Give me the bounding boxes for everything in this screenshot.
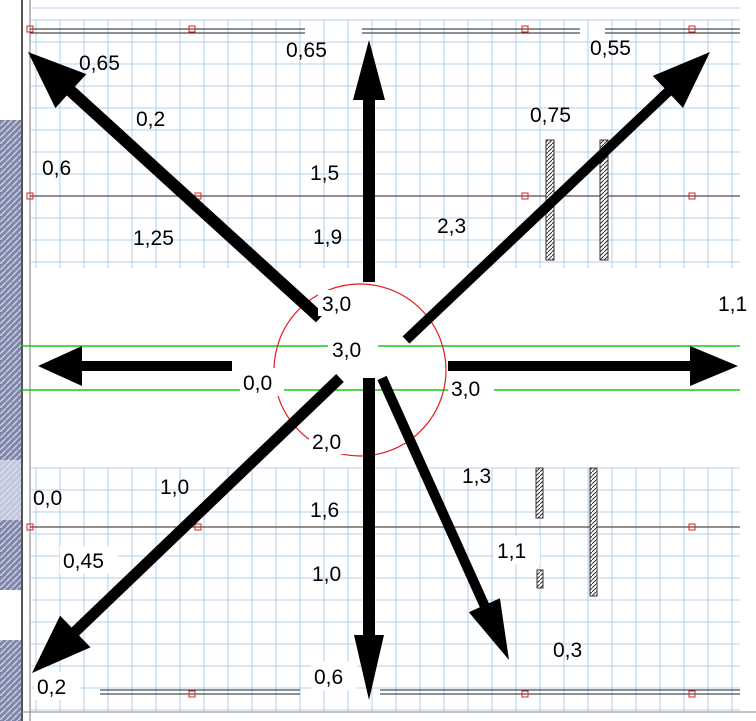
- node-marker: [188, 25, 196, 33]
- arrow-south-west-icon: [32, 374, 344, 673]
- corridor-lines: [22, 345, 740, 391]
- flow-arrows: [28, 40, 738, 700]
- label-ne-mid: 0,75: [530, 104, 571, 127]
- arrow-north-west-icon: [28, 52, 324, 323]
- label-n-upper: 1,5: [310, 162, 339, 185]
- label-sse-lower: 1,1: [497, 540, 526, 563]
- arrow-north-icon: [353, 40, 385, 282]
- floor-grid: [30, 7, 740, 712]
- label-ne-tip: 0,55: [590, 37, 631, 60]
- node-markers: [26, 25, 696, 698]
- background-image-strip: [0, 120, 22, 721]
- label-s-tip: 0,6: [314, 666, 343, 689]
- hatched-wall: [589, 467, 598, 597]
- node-marker: [688, 192, 696, 200]
- hatched-wall: [535, 467, 544, 519]
- label-sw-upper: 1,0: [160, 476, 189, 499]
- arrow-south-south-east-icon: [377, 375, 509, 660]
- node-marker: [521, 192, 529, 200]
- label-center-top: 3,0: [322, 293, 351, 316]
- label-east-edge: 1,1: [718, 293, 747, 316]
- label-east: 3,0: [451, 378, 480, 401]
- label-center-bottom: 2,0: [312, 431, 341, 454]
- arrow-north-east-icon: [402, 52, 710, 344]
- hatched-wall: [536, 569, 544, 589]
- flow-labels: 0,65 0,65 0,55 0,2 0,75 0,6 1,5 1,25 1,9…: [33, 37, 747, 700]
- label-n-lower: 1,9: [313, 226, 342, 249]
- node-marker: [688, 523, 696, 531]
- node-marker: [26, 25, 34, 33]
- hatched-wall: [599, 139, 609, 261]
- arrow-east-icon: [448, 346, 738, 386]
- label-sse-tip: 0,3: [553, 639, 582, 662]
- label-ne-lower: 2,3: [437, 215, 466, 238]
- node-marker: [688, 690, 696, 698]
- label-nw-lower: 1,25: [133, 227, 174, 250]
- node-marker: [26, 192, 34, 200]
- node-marker: [26, 523, 34, 531]
- node-marker: [188, 690, 196, 698]
- label-n-tip: 0,65: [286, 39, 327, 62]
- label-s-upper: 1,6: [310, 499, 339, 522]
- label-nw-tip: 0,65: [79, 52, 120, 75]
- arrow-south-icon: [354, 378, 384, 700]
- label-sw-tip: 0,2: [37, 676, 66, 699]
- node-marker: [521, 25, 529, 33]
- label-center: 3,0: [332, 339, 361, 362]
- wall-lines: [30, 28, 740, 695]
- node-marker: [194, 523, 202, 531]
- node-marker: [688, 25, 696, 33]
- label-w-lower: 0,0: [33, 487, 62, 510]
- label-nw-mid: 0,2: [136, 108, 165, 131]
- node-marker: [521, 690, 529, 698]
- label-west: 0,0: [243, 372, 272, 395]
- label-sw-mid: 0,45: [63, 550, 104, 573]
- label-s-lower: 1,0: [312, 563, 341, 586]
- label-w-upper: 0,6: [42, 157, 71, 180]
- drawing-frame: [21, 0, 756, 721]
- label-sse-upper: 1,3: [462, 465, 491, 488]
- arrow-west-icon: [38, 346, 232, 386]
